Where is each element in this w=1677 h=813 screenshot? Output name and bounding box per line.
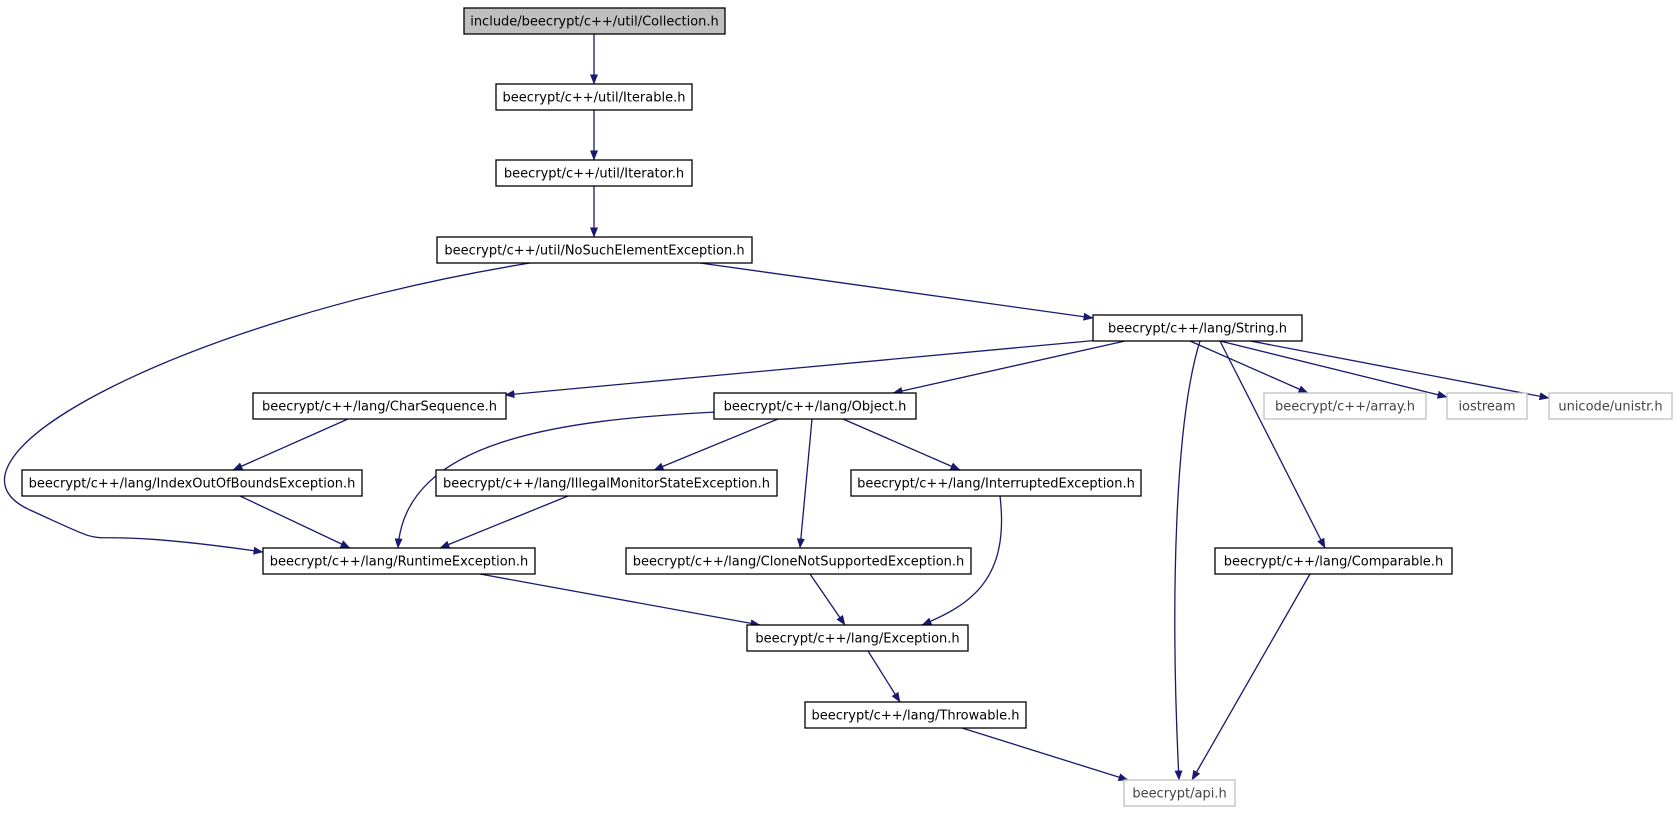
edge-runtime-to-exception <box>479 573 761 628</box>
edge-clonenotsupported-to-exception <box>809 573 846 626</box>
node-box-object <box>713 392 917 420</box>
node-label-throwable: beecrypt/c++/lang/Throwable.h <box>812 709 1020 724</box>
node-runtime[interactable]: beecrypt/c++/lang/RuntimeException.h <box>262 547 536 575</box>
edge-nosuchelement-to-string <box>699 262 1094 321</box>
node-box-unistr <box>1548 392 1673 420</box>
edge-object-to-clonenotsupported <box>796 418 813 549</box>
node-interrupted[interactable]: beecrypt/c++/lang/InterruptedException.h <box>850 469 1142 497</box>
edge-string-to-object <box>892 340 1126 395</box>
node-label-clonenotsupported: beecrypt/c++/lang/CloneNotSupportedExcep… <box>633 555 965 570</box>
node-api: beecrypt/api.h <box>1123 779 1236 807</box>
node-exception[interactable]: beecrypt/c++/lang/Exception.h <box>746 624 969 652</box>
node-label-runtime: beecrypt/c++/lang/RuntimeException.h <box>270 555 529 570</box>
node-label-illegalmonitor: beecrypt/c++/lang/IllegalMonitorStateExc… <box>443 477 770 492</box>
node-box-clonenotsupported <box>625 547 972 575</box>
node-charsequence[interactable]: beecrypt/c++/lang/CharSequence.h <box>252 392 507 420</box>
edge-interrupted-to-exception <box>921 495 1003 626</box>
node-box-api <box>1123 779 1236 807</box>
node-box-charsequence <box>252 392 507 420</box>
edge-string-to-iostream <box>1219 340 1448 399</box>
edge-object-to-runtime <box>394 411 717 549</box>
node-box-interrupted <box>850 469 1142 497</box>
edge-string-to-comparable <box>1219 340 1326 549</box>
edge-exception-to-throwable <box>867 650 901 703</box>
node-label-indexoutofbounds: beecrypt/c++/lang/IndexOutOfBoundsExcept… <box>29 477 356 492</box>
node-label-iterator: beecrypt/c++/util/Iterator.h <box>504 167 684 182</box>
node-illegalmonitor[interactable]: beecrypt/c++/lang/IllegalMonitorStateExc… <box>435 469 778 497</box>
node-box-comparable <box>1214 547 1453 575</box>
edge-nosuchelement-to-runtime <box>4 262 531 555</box>
edge-string-to-unistr <box>1239 338 1550 401</box>
node-label-iterable: beecrypt/c++/util/Iterable.h <box>503 91 686 106</box>
node-label-api: beecrypt/api.h <box>1132 787 1226 802</box>
node-label-exception: beecrypt/c++/lang/Exception.h <box>755 632 959 647</box>
node-label-interrupted: beecrypt/c++/lang/InterruptedException.h <box>857 477 1135 492</box>
node-iterable[interactable]: beecrypt/c++/util/Iterable.h <box>495 83 693 111</box>
edge-object-to-illegalmonitor <box>653 418 779 471</box>
node-unistr: unicode/unistr.h <box>1548 392 1673 420</box>
node-box-string <box>1092 314 1303 342</box>
nodes-layer: include/beecrypt/c++/util/Collection.h be… <box>21 7 1673 807</box>
edge-string-to-charsequence <box>504 339 1101 399</box>
node-nosuchelement[interactable]: beecrypt/c++/util/NoSuchElementException… <box>436 236 753 264</box>
edge-illegalmonitor-to-runtime <box>439 495 569 549</box>
node-comparable[interactable]: beecrypt/c++/lang/Comparable.h <box>1214 547 1453 575</box>
node-clonenotsupported[interactable]: beecrypt/c++/lang/CloneNotSupportedExcep… <box>625 547 972 575</box>
edge-object-to-interrupted <box>842 418 961 471</box>
node-box-iterable <box>495 83 693 111</box>
node-box-collection <box>463 7 726 35</box>
node-label-object: beecrypt/c++/lang/Object.h <box>724 400 907 415</box>
edge-charsequence-to-indexoutofbounds <box>232 418 349 471</box>
edge-string-to-array <box>1189 340 1309 394</box>
node-throwable[interactable]: beecrypt/c++/lang/Throwable.h <box>804 701 1027 729</box>
node-label-array: beecrypt/c++/array.h <box>1275 400 1415 415</box>
edge-throwable-to-api <box>961 727 1129 781</box>
node-box-illegalmonitor <box>435 469 778 497</box>
edge-comparable-to-api <box>1191 573 1311 781</box>
node-box-iostream <box>1446 392 1528 420</box>
node-box-runtime <box>262 547 536 575</box>
node-label-string: beecrypt/c++/lang/String.h <box>1108 322 1287 337</box>
node-string[interactable]: beecrypt/c++/lang/String.h <box>1092 314 1303 342</box>
edges-layer <box>4 34 1550 781</box>
node-box-throwable <box>804 701 1027 729</box>
edge-string-to-api <box>1174 340 1201 781</box>
node-label-nosuchelement: beecrypt/c++/util/NoSuchElementException… <box>444 244 744 259</box>
node-label-iostream: iostream <box>1458 400 1515 415</box>
node-label-comparable: beecrypt/c++/lang/Comparable.h <box>1224 555 1443 570</box>
node-label-charsequence: beecrypt/c++/lang/CharSequence.h <box>262 400 497 415</box>
node-indexoutofbounds[interactable]: beecrypt/c++/lang/IndexOutOfBoundsExcept… <box>21 469 363 497</box>
node-box-indexoutofbounds <box>21 469 363 497</box>
node-box-nosuchelement <box>436 236 753 264</box>
node-iostream: iostream <box>1446 392 1528 420</box>
node-collection[interactable]: include/beecrypt/c++/util/Collection.h <box>463 7 726 35</box>
node-iterator[interactable]: beecrypt/c++/util/Iterator.h <box>495 159 693 187</box>
node-object[interactable]: beecrypt/c++/lang/Object.h <box>713 392 917 420</box>
edge-indexoutofbounds-to-runtime <box>239 495 351 549</box>
node-box-array <box>1263 392 1427 420</box>
node-label-collection: include/beecrypt/c++/util/Collection.h <box>470 15 719 30</box>
node-box-iterator <box>495 159 693 187</box>
node-array: beecrypt/c++/array.h <box>1263 392 1427 420</box>
node-box-exception <box>746 624 969 652</box>
node-label-unistr: unicode/unistr.h <box>1558 400 1662 415</box>
